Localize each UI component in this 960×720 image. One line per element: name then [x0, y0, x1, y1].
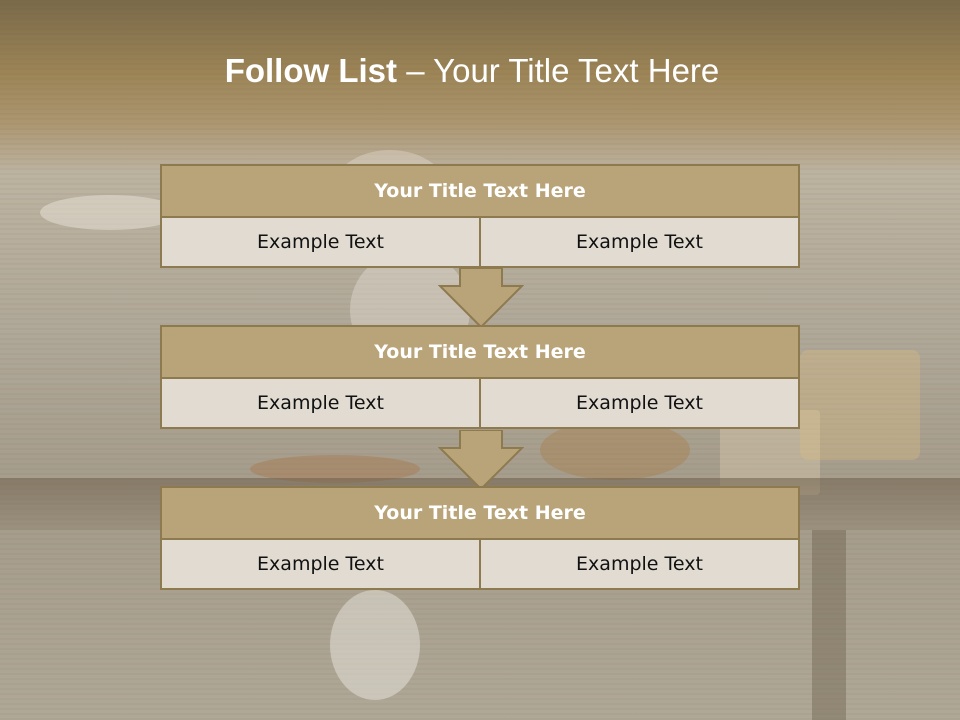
step-cell-left: Example Text	[160, 218, 481, 268]
step-block-2: Your Title Text Here Example Text Exampl…	[160, 325, 800, 429]
step-row: Example Text Example Text	[160, 379, 800, 429]
step-block-3: Your Title Text Here Example Text Exampl…	[160, 486, 800, 590]
step-cell-right: Example Text	[481, 218, 800, 268]
slide-title-rest: – Your Title Text Here	[406, 52, 720, 89]
down-arrow-icon	[438, 430, 524, 490]
step-row: Example Text Example Text	[160, 218, 800, 268]
step-heading: Your Title Text Here	[160, 486, 800, 540]
step-heading: Your Title Text Here	[160, 325, 800, 379]
background-scrub-brush	[800, 350, 920, 460]
step-cell-right: Example Text	[481, 540, 800, 590]
slide-title-bold: Follow List	[224, 52, 407, 89]
step-cell-left: Example Text	[160, 540, 481, 590]
background-sponge	[540, 420, 690, 480]
slide-title: Follow List – Your Title Text Here	[0, 52, 944, 90]
step-block-1: Your Title Text Here Example Text Exampl…	[160, 164, 800, 268]
background-basin	[40, 195, 180, 230]
step-row: Example Text Example Text	[160, 540, 800, 590]
down-arrow-icon	[438, 268, 524, 328]
step-cell-left: Example Text	[160, 379, 481, 429]
background-shelf-leg	[812, 530, 846, 720]
step-heading: Your Title Text Here	[160, 164, 800, 218]
step-cell-right: Example Text	[481, 379, 800, 429]
background-hanging-towel	[330, 590, 420, 700]
